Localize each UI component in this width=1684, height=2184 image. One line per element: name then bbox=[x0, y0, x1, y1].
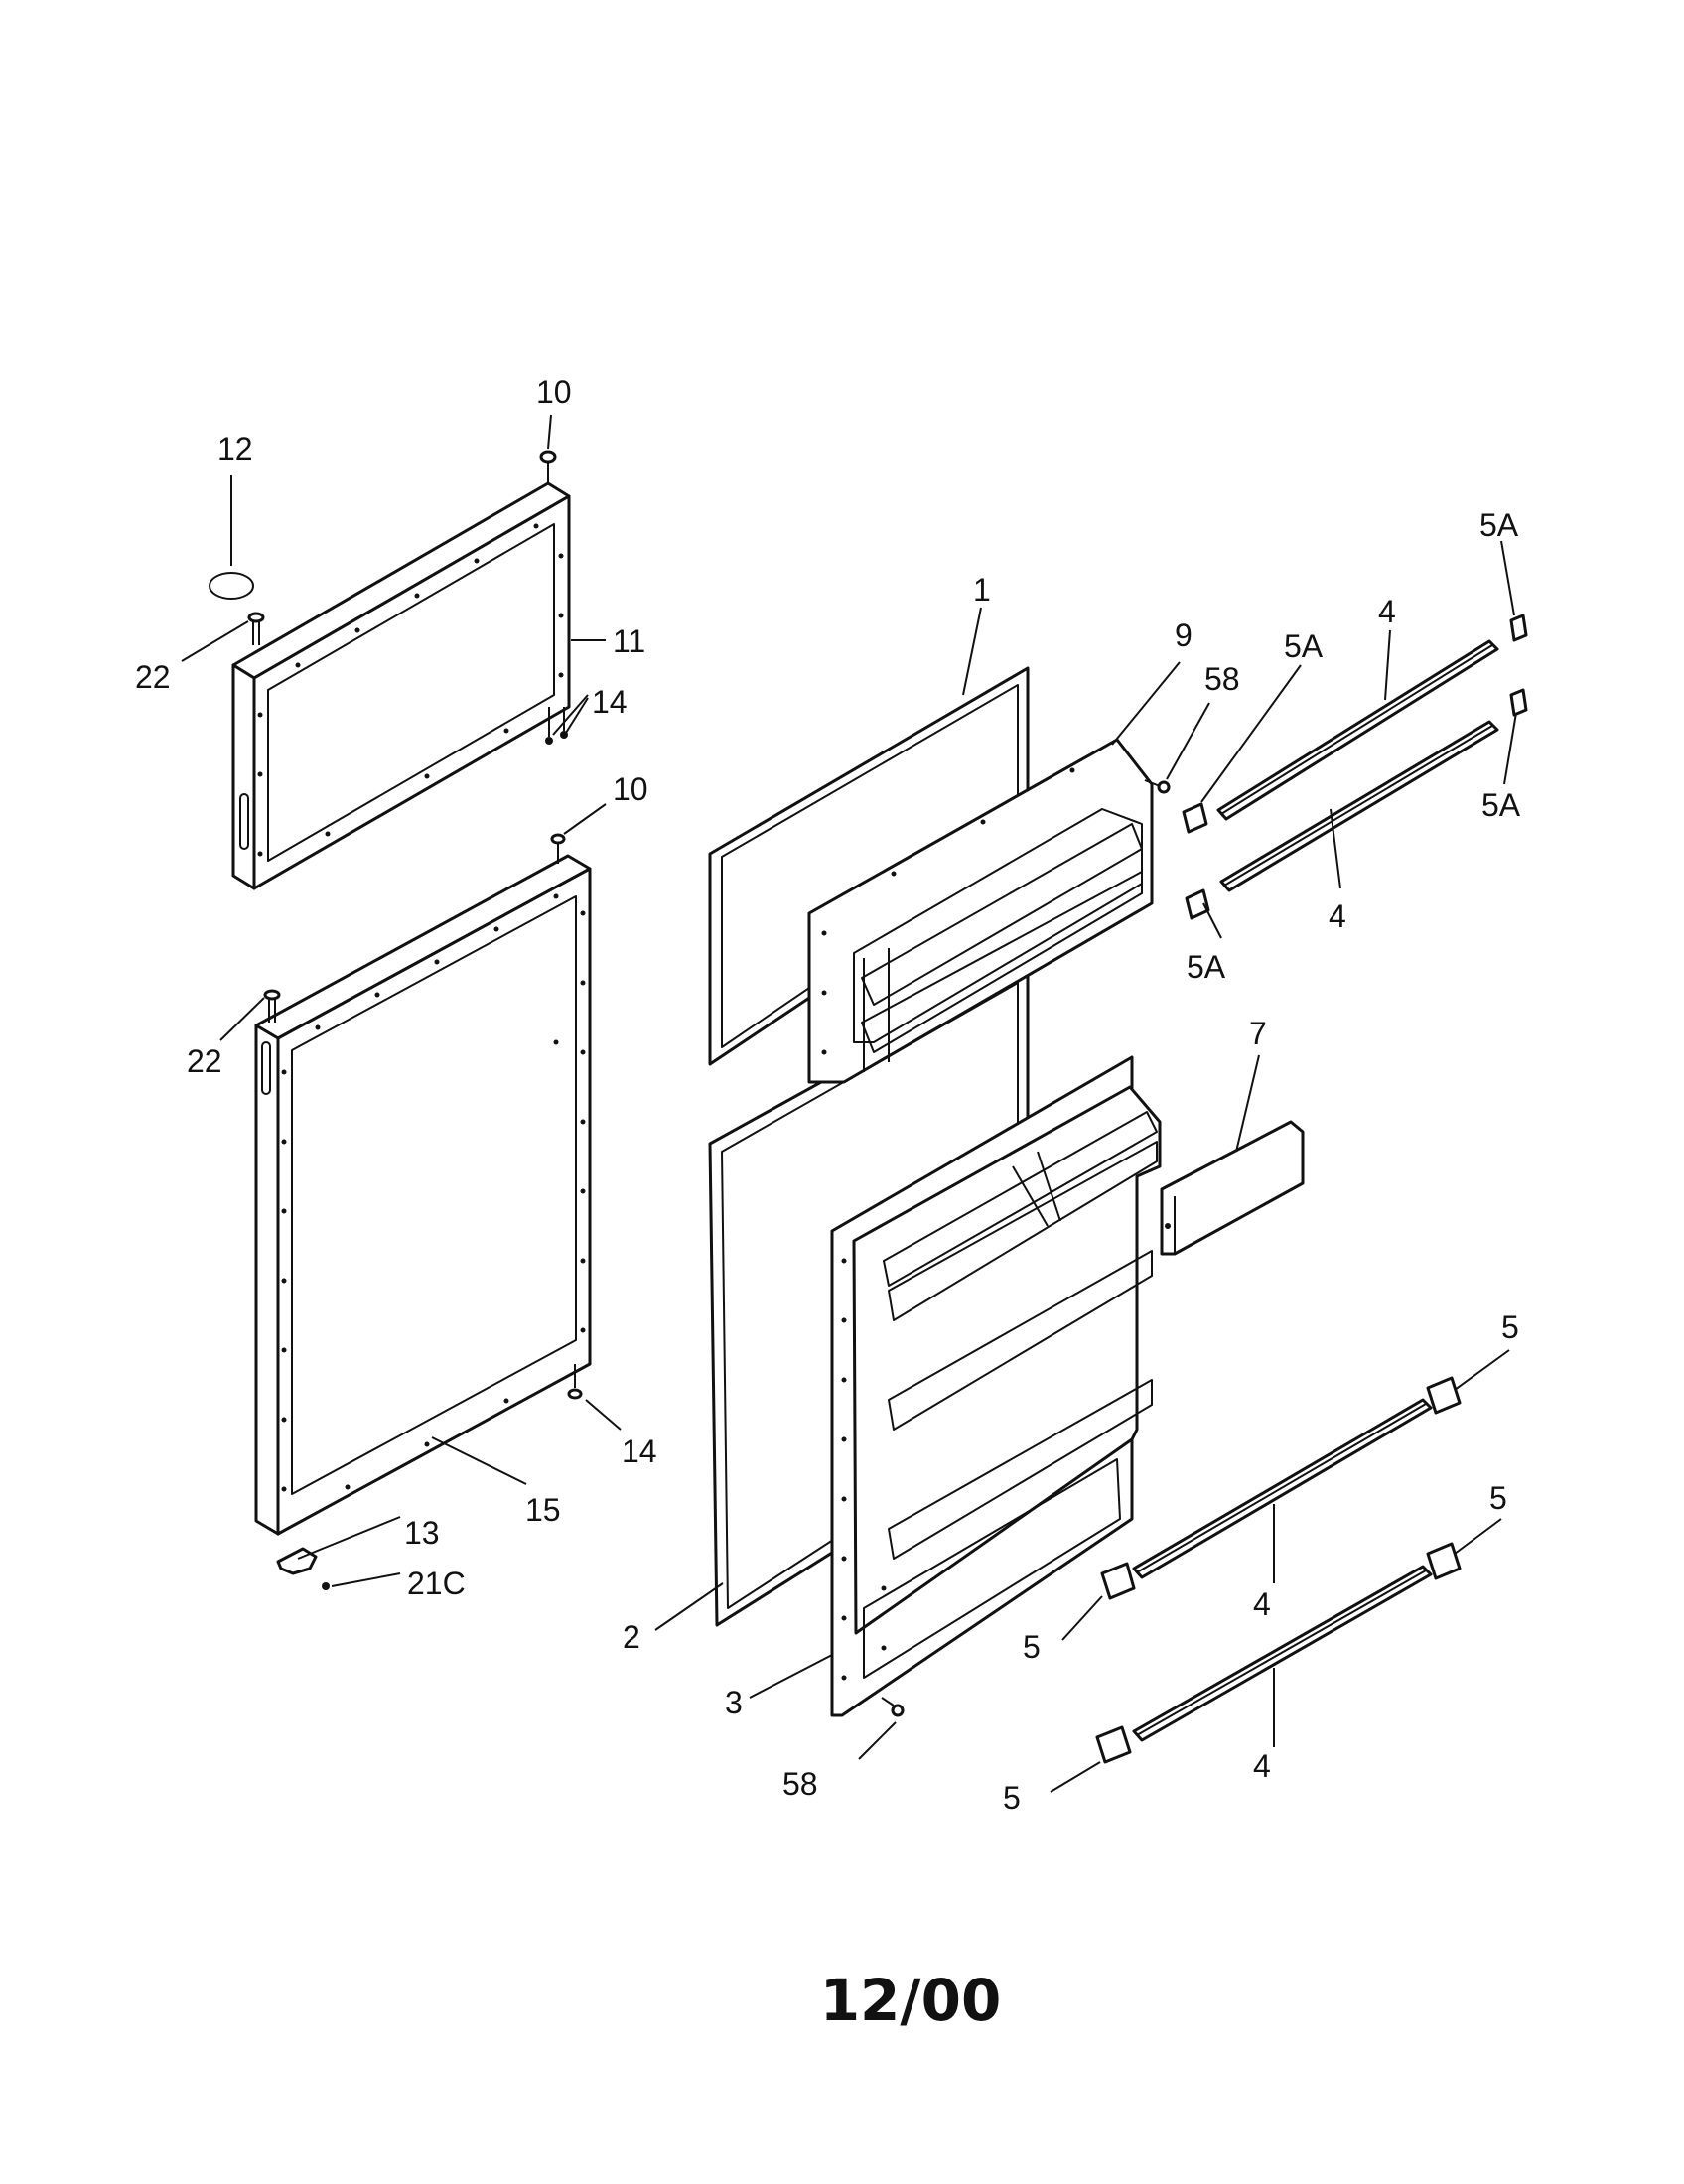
freezer-shelf-rail-lower bbox=[1219, 720, 1499, 892]
callout-21C: 21C bbox=[407, 1566, 466, 1601]
callout-5-left-top: 5 bbox=[1023, 1629, 1041, 1665]
rail-end-cap-5-3 bbox=[1426, 1376, 1462, 1415]
callout-7: 7 bbox=[1249, 1016, 1267, 1051]
rail-end-cap-5-1 bbox=[1100, 1562, 1136, 1600]
freezer-shelf-rail-upper bbox=[1216, 639, 1499, 821]
callout-4-second: 4 bbox=[1329, 898, 1346, 934]
callout-5-left-bottom: 5 bbox=[1003, 1780, 1021, 1816]
hinge-pin-lower bbox=[550, 833, 566, 864]
callout-4-bottom: 4 bbox=[1253, 1748, 1271, 1784]
callout-5A-top-left: 5A bbox=[1284, 628, 1324, 664]
callout-22-lower: 22 bbox=[187, 1043, 222, 1079]
hinge-bushing-top bbox=[247, 612, 265, 645]
callout-9: 9 bbox=[1175, 617, 1193, 653]
hinge-screw bbox=[322, 1582, 330, 1590]
footer-date-code: 12/00 bbox=[820, 1967, 1002, 2034]
callout-12: 12 bbox=[217, 431, 253, 467]
leader-lines bbox=[181, 414, 1517, 1793]
callout-3: 3 bbox=[725, 1685, 743, 1720]
hinge-pin-top bbox=[539, 450, 557, 484]
rail-end-cap-5-4 bbox=[1426, 1542, 1462, 1580]
fresh-food-door-outer-panel bbox=[254, 854, 592, 1536]
door-hinge-bracket bbox=[276, 1547, 318, 1575]
fresh-food-shelf-rail-lower bbox=[1132, 1565, 1433, 1742]
freezer-door-outer-panel bbox=[231, 481, 571, 890]
door-stop-screw-lower bbox=[567, 1364, 583, 1400]
callout-5-right-lower: 5 bbox=[1489, 1480, 1507, 1516]
callout-5A-top-right: 5A bbox=[1479, 507, 1519, 543]
callout-5A-lower: 5A bbox=[1187, 949, 1226, 985]
callout-1: 1 bbox=[973, 572, 991, 608]
callout-4-top: 4 bbox=[1378, 594, 1396, 629]
rail-end-cap-5a-2 bbox=[1185, 888, 1210, 920]
rail-end-cap-5a-4 bbox=[1509, 688, 1528, 717]
callout-14-top: 14 bbox=[592, 684, 628, 720]
callout-5A-right: 5A bbox=[1481, 787, 1521, 823]
rail-end-cap-5-2 bbox=[1095, 1725, 1132, 1764]
hole-cap-plug bbox=[209, 572, 254, 600]
liner-screw-top bbox=[1144, 779, 1171, 794]
callout-15: 15 bbox=[525, 1492, 561, 1528]
liner-screw-lower bbox=[881, 1697, 905, 1717]
callout-11: 11 bbox=[613, 623, 645, 659]
callout-22-top: 22 bbox=[135, 659, 171, 695]
callout-10-top: 10 bbox=[536, 374, 572, 410]
callout-4-third: 4 bbox=[1253, 1586, 1271, 1622]
rail-end-cap-5a-1 bbox=[1182, 802, 1208, 834]
hinge-bushing-lower bbox=[263, 989, 281, 1023]
callout-13: 13 bbox=[404, 1515, 440, 1551]
rail-end-cap-5a-3 bbox=[1509, 614, 1528, 642]
dairy-compartment-door bbox=[1160, 1120, 1305, 1256]
callout-58-lower: 58 bbox=[782, 1766, 818, 1802]
callout-2: 2 bbox=[623, 1619, 640, 1655]
fresh-food-door-liner bbox=[830, 1055, 1162, 1717]
callout-5-right-top: 5 bbox=[1501, 1309, 1519, 1345]
fresh-food-shelf-rail-upper bbox=[1132, 1398, 1433, 1579]
callout-58-top: 58 bbox=[1204, 661, 1240, 697]
callout-10-lower: 10 bbox=[613, 771, 648, 807]
callout-14-lower: 14 bbox=[622, 1433, 657, 1469]
